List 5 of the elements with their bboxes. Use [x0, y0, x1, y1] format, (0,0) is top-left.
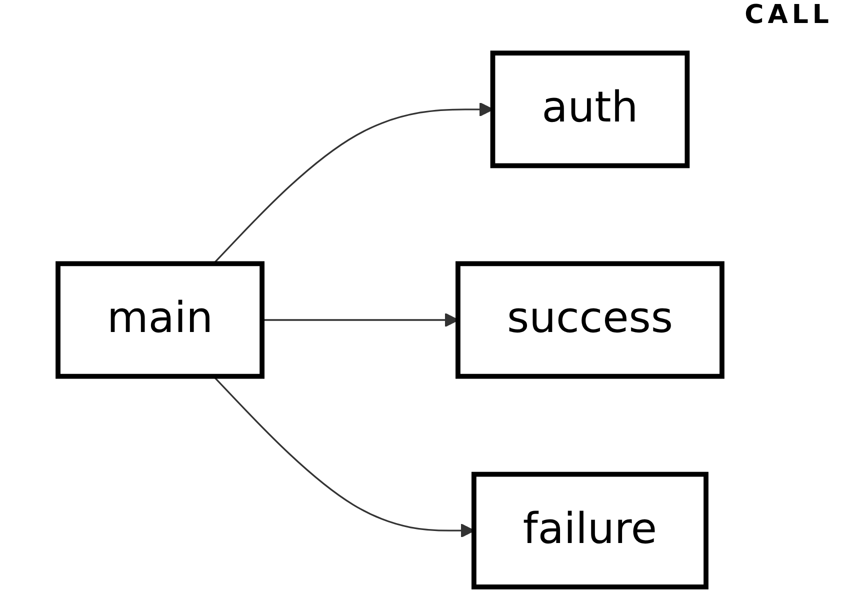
- corner-label: CALL: [744, 0, 833, 30]
- node-box: failure: [472, 472, 708, 590]
- node-box: main: [56, 261, 264, 379]
- node-box: auth: [490, 50, 690, 168]
- node-box: success: [456, 261, 724, 379]
